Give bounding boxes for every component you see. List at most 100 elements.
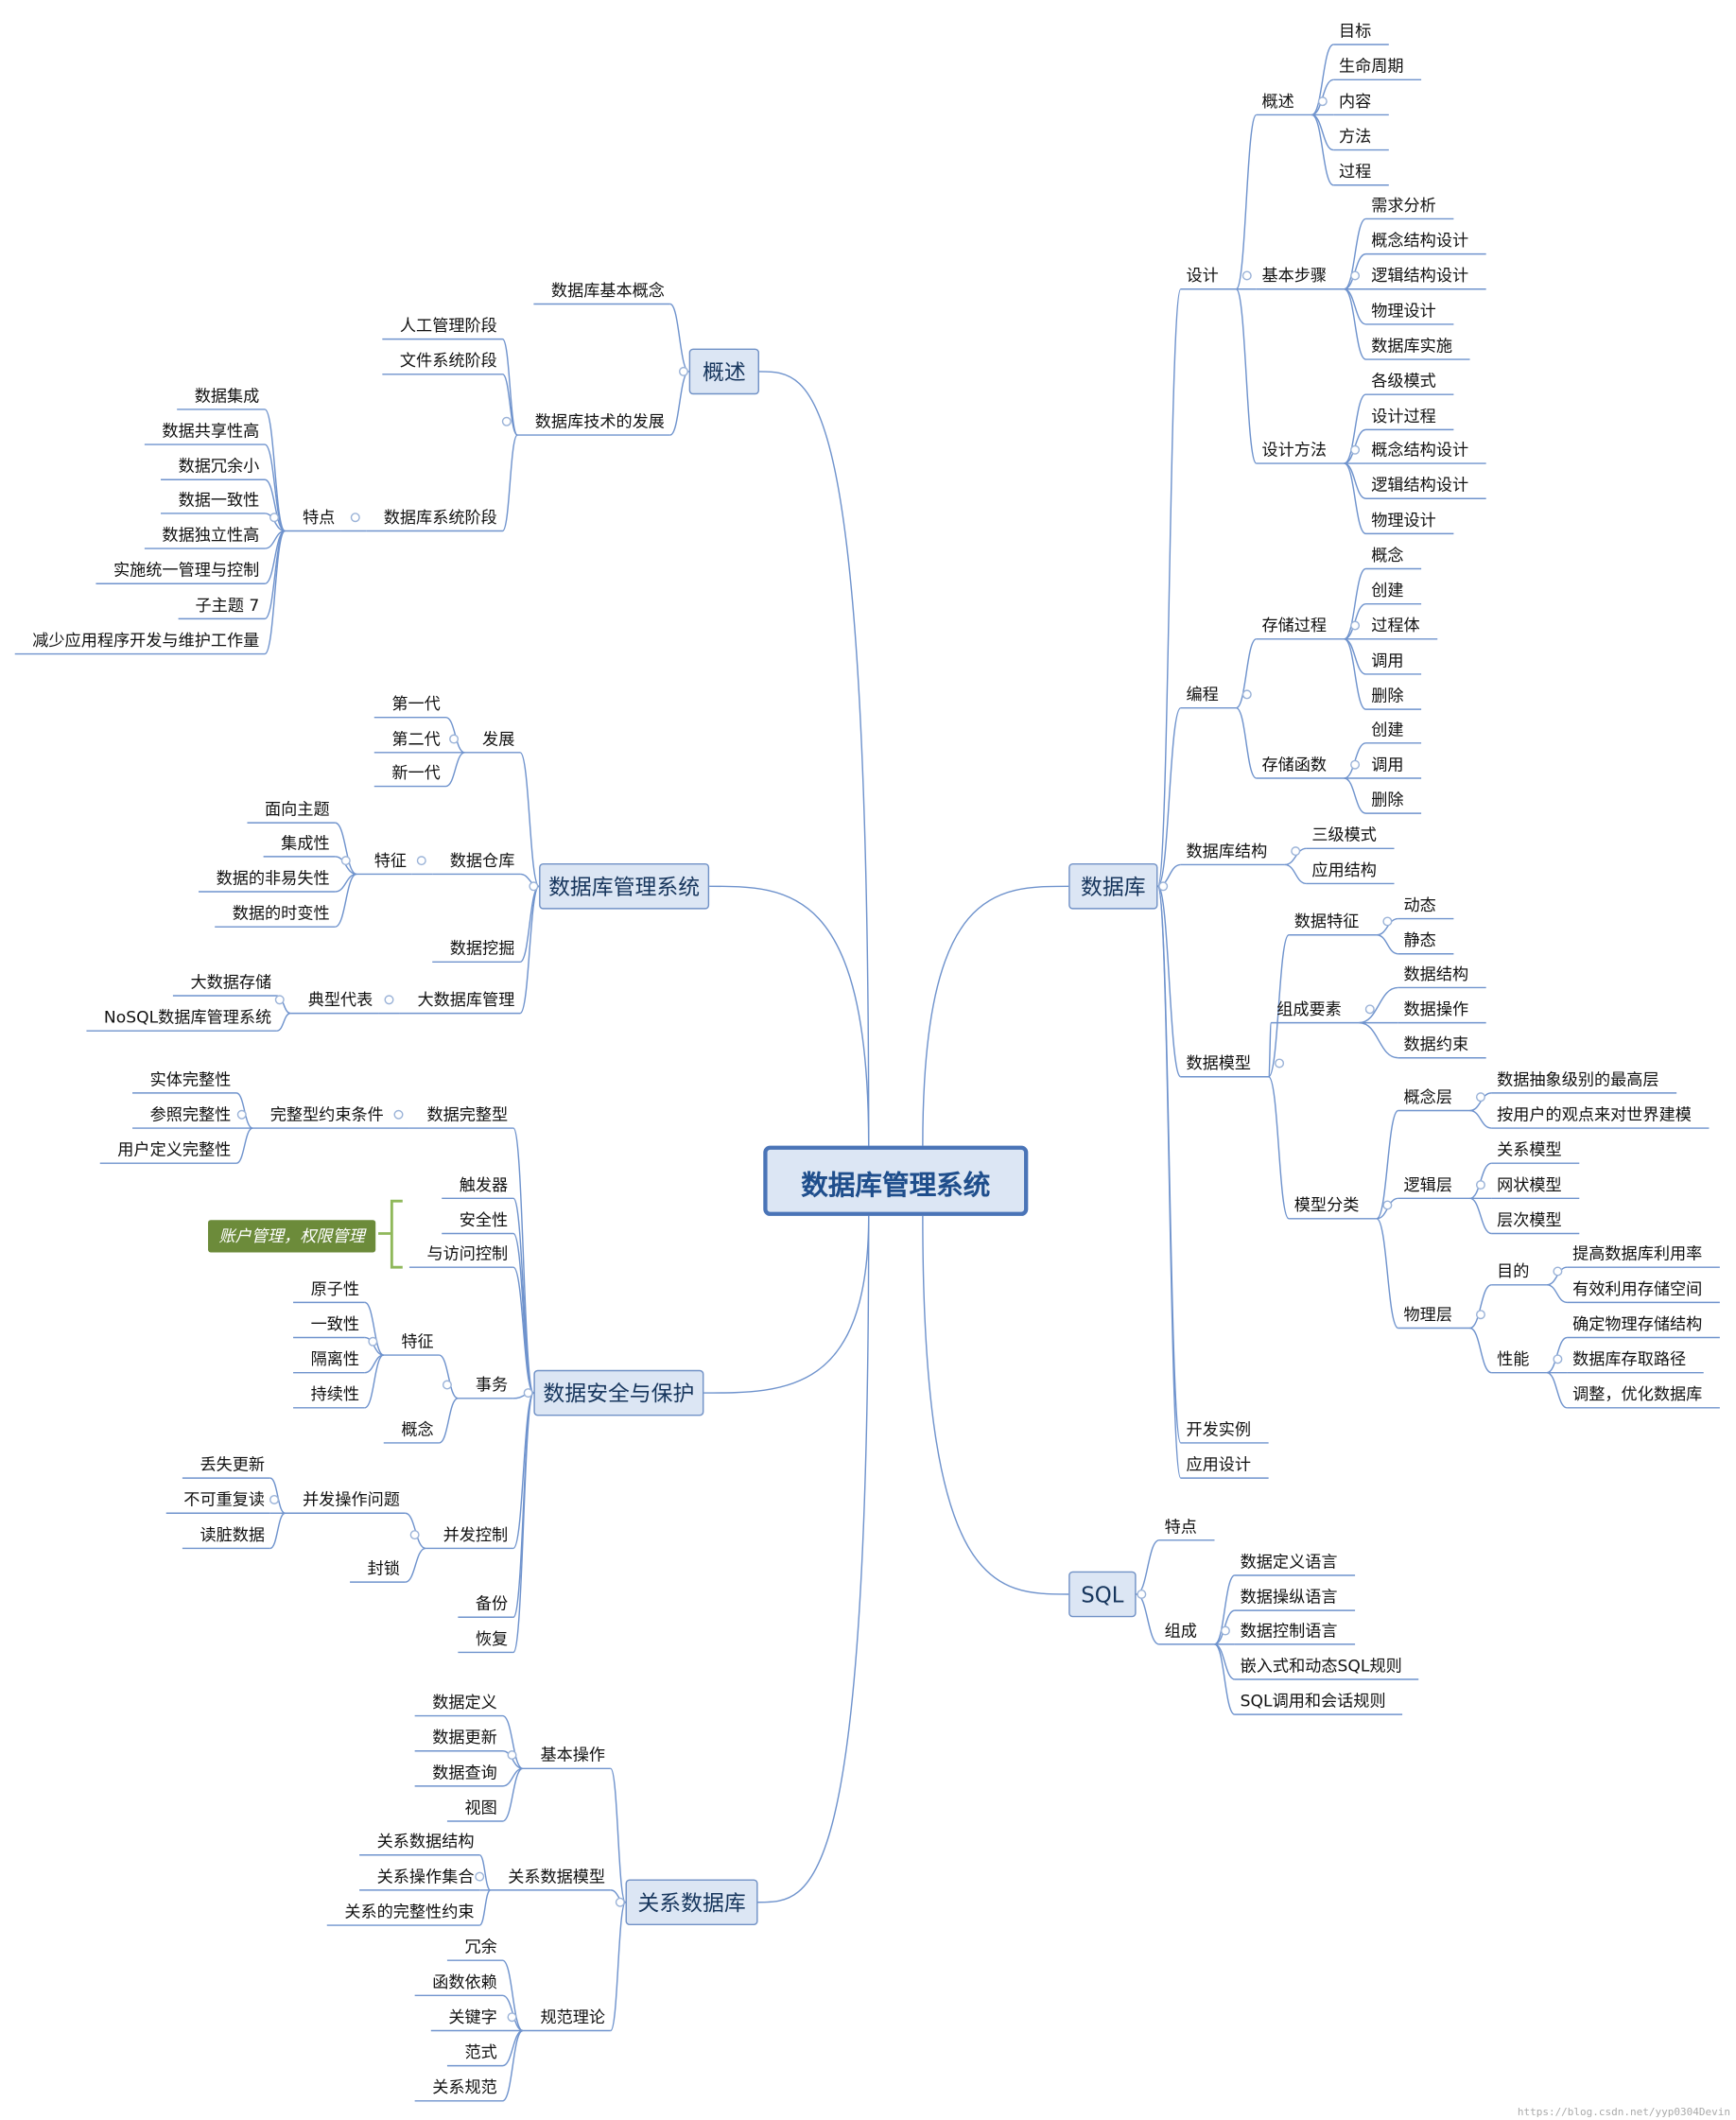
topic-node[interactable]: 层次模型 [1497, 1210, 1562, 1230]
topic-node[interactable]: 逻辑结构设计 [1371, 266, 1469, 286]
topic-node[interactable]: 生命周期 [1338, 57, 1404, 77]
topic-node[interactable]: 基本操作 [540, 1746, 606, 1765]
collapse-handle[interactable] [1553, 1354, 1563, 1364]
topic-node[interactable]: 创建 [1371, 720, 1404, 739]
collapse-handle[interactable] [1350, 270, 1361, 281]
topic-node[interactable]: 模型分类 [1293, 1195, 1360, 1215]
collapse-handle[interactable] [269, 513, 280, 523]
topic-node[interactable]: 创建 [1371, 581, 1404, 600]
topic-node[interactable]: 关系规范 [432, 2077, 497, 2097]
topic-node[interactable]: 数据库实施 [1371, 336, 1452, 356]
topic-node[interactable]: 性能 [1497, 1349, 1530, 1369]
branch-topic[interactable]: 数据安全与保护 [533, 1369, 704, 1416]
topic-node[interactable]: 内容 [1338, 92, 1372, 112]
topic-node[interactable]: 触发器 [459, 1175, 509, 1195]
topic-node[interactable]: 应用结构 [1311, 860, 1377, 880]
topic-node[interactable]: 完整型约束条件 [269, 1104, 384, 1124]
topic-node[interactable]: 数据定义语言 [1240, 1552, 1338, 1572]
topic-node[interactable]: 数据库结构 [1186, 842, 1268, 861]
topic-node[interactable]: 数据挖掘 [449, 939, 515, 959]
topic-node[interactable]: 特点 [303, 508, 336, 528]
collapse-handle[interactable] [1241, 689, 1252, 700]
topic-node[interactable]: 关系模型 [1497, 1139, 1562, 1159]
topic-node[interactable]: 视图 [464, 1798, 497, 1817]
topic-node[interactable]: SQL调用和会话规则 [1240, 1691, 1386, 1711]
topic-node[interactable]: 设计过程 [1371, 407, 1436, 426]
topic-node[interactable]: 网状模型 [1497, 1175, 1562, 1195]
topic-node[interactable]: 数据共享性高 [162, 421, 260, 441]
topic-node[interactable]: 概念 [1371, 546, 1404, 565]
topic-node[interactable]: 数据独立性高 [162, 525, 260, 545]
collapse-handle[interactable] [1158, 881, 1169, 892]
topic-node[interactable]: 数据的非易失性 [216, 868, 330, 888]
topic-node[interactable]: 规范理论 [540, 2007, 606, 2027]
topic-node[interactable]: 文件系统阶段 [399, 351, 497, 371]
collapse-handle[interactable] [368, 1336, 378, 1347]
topic-node[interactable]: 函数依赖 [432, 1972, 497, 1992]
topic-node[interactable]: 静态 [1403, 930, 1436, 950]
topic-node[interactable]: 封锁 [367, 1558, 400, 1578]
topic-node[interactable]: 动态 [1403, 895, 1436, 915]
collapse-handle[interactable] [529, 881, 539, 892]
collapse-handle[interactable] [523, 1388, 533, 1399]
topic-node[interactable]: 数据模型 [1186, 1053, 1252, 1073]
collapse-handle[interactable] [1241, 270, 1252, 281]
collapse-handle[interactable] [1350, 759, 1361, 770]
topic-node[interactable]: 子主题 7 [195, 596, 260, 616]
topic-node[interactable]: 数据集成 [194, 386, 260, 406]
topic-node[interactable]: 事务 [475, 1375, 509, 1395]
collapse-handle[interactable] [1350, 620, 1361, 631]
topic-node[interactable]: 应用设计 [1186, 1454, 1252, 1474]
topic-node[interactable]: 与访问控制 [426, 1243, 509, 1263]
collapse-handle[interactable] [1317, 96, 1328, 107]
collapse-handle[interactable] [416, 856, 426, 866]
topic-node[interactable]: 第一代 [391, 694, 441, 714]
topic-node[interactable]: NoSQL数据库管理系统 [103, 1007, 272, 1027]
topic-node[interactable]: 关系数据模型 [508, 1867, 606, 1886]
topic-node[interactable]: 提高数据库利用率 [1572, 1243, 1703, 1263]
topic-node[interactable]: 数据约束 [1403, 1034, 1469, 1054]
topic-node[interactable]: 开发实例 [1186, 1419, 1252, 1439]
collapse-handle[interactable] [1382, 916, 1393, 927]
topic-node[interactable]: 隔离性 [310, 1349, 360, 1369]
topic-node[interactable]: 数据冗余小 [178, 456, 260, 476]
topic-node[interactable]: 关系的完整性约束 [344, 1902, 475, 1921]
topic-node[interactable]: 关系操作集合 [376, 1867, 475, 1886]
collapse-handle[interactable] [393, 1109, 404, 1120]
topic-node[interactable]: 数据的时变性 [232, 903, 330, 923]
topic-node[interactable]: 数据特征 [1293, 912, 1360, 931]
collapse-handle[interactable] [1350, 444, 1361, 455]
topic-node[interactable]: 关键字 [448, 2007, 497, 2027]
topic-node[interactable]: 数据库系统阶段 [383, 508, 497, 528]
collapse-handle[interactable] [475, 1871, 485, 1882]
collapse-handle[interactable] [1220, 1625, 1230, 1636]
topic-node[interactable]: 目标 [1338, 21, 1372, 41]
topic-node[interactable]: 特征 [373, 851, 408, 871]
topic-node[interactable]: 安全性 [459, 1210, 509, 1230]
collapse-handle[interactable] [384, 995, 394, 1005]
topic-node[interactable]: 数据查询 [432, 1763, 497, 1782]
topic-node[interactable]: 原子性 [310, 1279, 360, 1299]
topic-node[interactable]: 调整，优化数据库 [1572, 1384, 1703, 1404]
collapse-handle[interactable] [1553, 1266, 1563, 1277]
collapse-handle[interactable] [1291, 846, 1301, 857]
topic-node[interactable]: 概念层 [1403, 1087, 1452, 1107]
topic-node[interactable]: 大数据库管理 [417, 990, 515, 1010]
collapse-handle[interactable] [1382, 1200, 1393, 1210]
topic-node[interactable]: 一致性 [310, 1314, 360, 1334]
topic-node[interactable]: 删除 [1371, 790, 1404, 809]
topic-node[interactable]: 实施统一管理与控制 [113, 560, 260, 580]
topic-node[interactable]: 删除 [1371, 686, 1404, 705]
topic-node[interactable]: 概念 [401, 1419, 434, 1439]
topic-node[interactable]: 过程 [1338, 162, 1372, 182]
topic-node[interactable]: 面向主题 [265, 799, 330, 819]
collapse-handle[interactable] [507, 1750, 517, 1761]
topic-node[interactable]: 各级模式 [1371, 371, 1436, 391]
topic-node[interactable]: 冗余 [464, 1937, 497, 1956]
topic-node[interactable]: 调用 [1371, 651, 1404, 670]
topic-node[interactable]: 特征 [401, 1331, 434, 1351]
topic-node[interactable]: 实体完整性 [149, 1069, 232, 1089]
topic-node[interactable]: 数据完整型 [426, 1104, 509, 1124]
topic-node[interactable]: 概述 [1261, 92, 1294, 112]
topic-node[interactable]: 人工管理阶段 [399, 316, 497, 336]
